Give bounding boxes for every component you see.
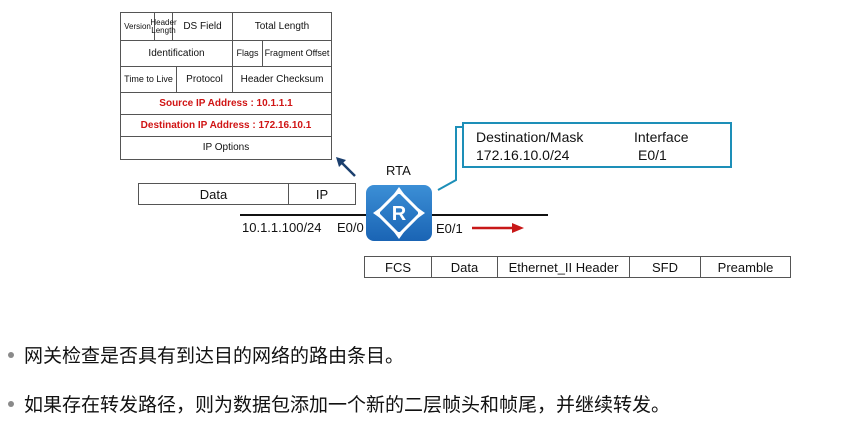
right-interface-label: E0/1 xyxy=(436,221,463,236)
bullet-dot-icon xyxy=(8,400,14,407)
ttl-cell: Time to Live xyxy=(121,67,177,92)
ip-header-row-2: Identification Flags Fragment Offset xyxy=(121,41,331,67)
packet-ip-field: IP xyxy=(315,186,329,202)
protocol-cell: Protocol xyxy=(177,67,233,92)
frame-data-field: Data xyxy=(432,257,498,277)
forward-arrow xyxy=(472,223,524,233)
bullet-text-1: 网关检查是否具有到达目的网络的路由条目。 xyxy=(24,346,405,367)
route-dest-value: 172.16.10.0/24 xyxy=(476,147,570,163)
ip-header-table: Version Header Length DS Field Total Len… xyxy=(120,12,332,160)
frame-sfd-field: SFD xyxy=(630,257,701,277)
ds-field-cell: DS Field xyxy=(173,13,233,40)
frame-ethernet-header-field: Ethernet_II Header xyxy=(498,257,630,277)
ip-packet: Data IP xyxy=(138,183,356,205)
frame-preamble-field: Preamble xyxy=(717,259,774,275)
bullet-item-1: 网关检查是否具有到达目的网络的路由条目。 xyxy=(8,341,404,368)
ip-header-row-4: Source IP Address : 10.1.1.1 xyxy=(121,93,331,115)
version-cell: Version xyxy=(121,13,155,40)
destination-ip-cell: Destination IP Address : 172.16.10.1 xyxy=(140,119,312,131)
route-col-dest-header: Destination/Mask xyxy=(476,129,584,145)
header-checksum-cell: Header Checksum xyxy=(240,73,324,85)
ip-header-row-3: Time to Live Protocol Header Checksum xyxy=(121,67,331,93)
route-table-connector xyxy=(437,126,462,191)
header-length-cell: Header Length xyxy=(150,13,177,40)
route-table: Destination/Mask Interface 172.16.10.0/2… xyxy=(462,122,732,168)
ip-header-row-5: Destination IP Address : 172.16.10.1 xyxy=(121,115,331,137)
ip-header-arrow xyxy=(336,157,356,177)
router-icon: R xyxy=(366,185,432,241)
bullet-text-2: 如果存在转发路径，则为数据包添加一个新的二层帧头和帧尾，并继续转发。 xyxy=(24,395,671,416)
header-length-line1: Header xyxy=(150,17,177,27)
ip-options-cell: IP Options xyxy=(202,142,250,153)
header-length-line2: Length xyxy=(151,25,176,35)
svg-text:R: R xyxy=(392,203,407,225)
route-col-if-header: Interface xyxy=(634,129,689,145)
left-ip-label: 10.1.1.100/24 xyxy=(242,220,322,235)
route-if-value: E0/1 xyxy=(638,147,667,163)
flags-cell: Flags xyxy=(233,41,263,66)
router-name-label: RTA xyxy=(386,163,411,178)
ethernet-frame: FCS Data Ethernet_II Header SFD Preamble xyxy=(364,256,791,278)
identification-cell: Identification xyxy=(121,41,233,66)
ip-header-row-6: IP Options xyxy=(121,137,331,159)
source-ip-cell: Source IP Address : 10.1.1.1 xyxy=(159,97,293,109)
left-interface-label: E0/0 xyxy=(337,220,364,235)
frame-fcs-field: FCS xyxy=(365,257,432,277)
bullet-item-2: 如果存在转发路径，则为数据包添加一个新的二层帧头和帧尾，并继续转发。 xyxy=(8,390,670,417)
total-length-cell: Total Length xyxy=(254,20,310,32)
fragment-offset-cell: Fragment Offset xyxy=(264,48,330,58)
packet-data-field: Data xyxy=(139,184,289,204)
ip-header-row-1: Version Header Length DS Field Total Len… xyxy=(121,13,331,41)
bullet-dot-icon xyxy=(8,351,14,358)
